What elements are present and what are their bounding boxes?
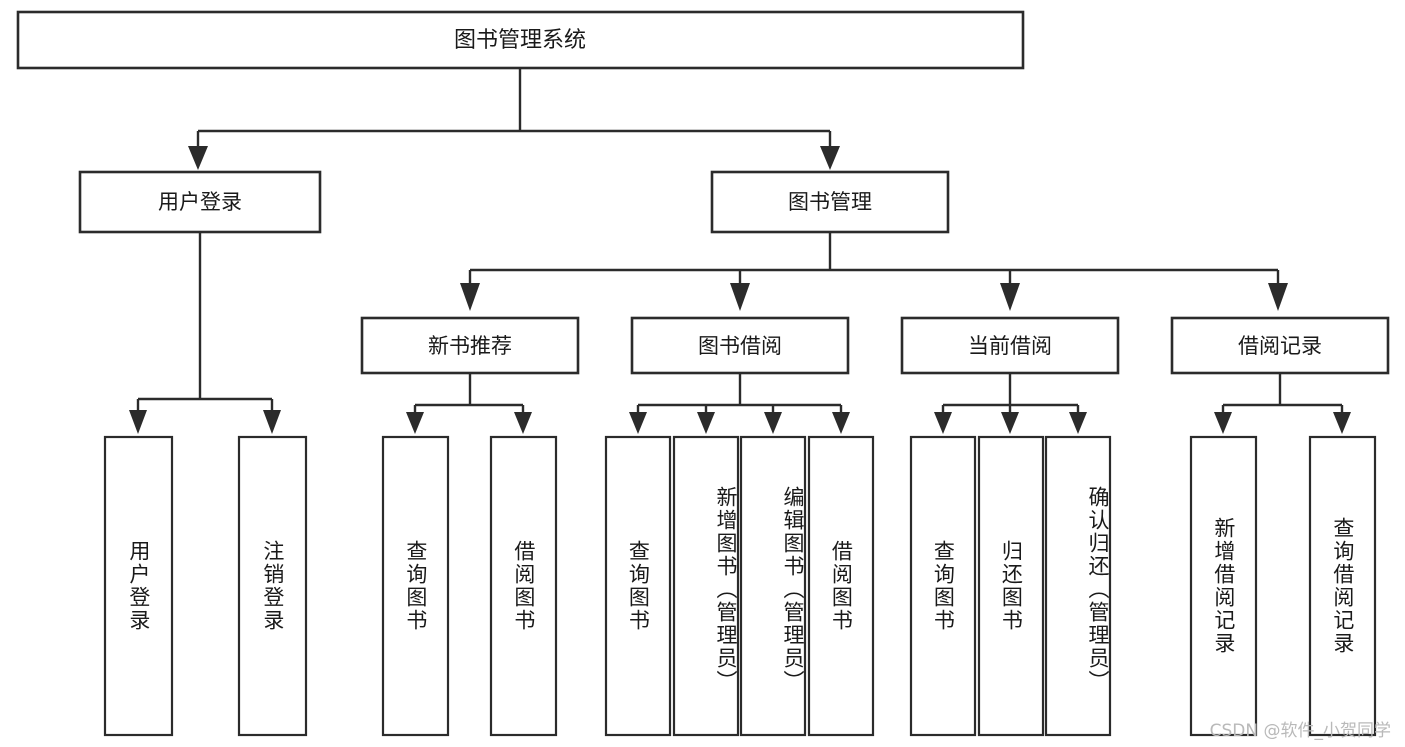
- arrow-head-icon-user-login-child-1: [263, 410, 281, 434]
- arrow-head-icon-bb-child-3: [832, 412, 850, 434]
- node-leaf-edit-book-box[interactable]: [739, 435, 807, 737]
- arrow-head-icon-to-book-manage: [820, 146, 840, 170]
- node-leaf-borrow-book-1-box[interactable]: [489, 435, 558, 737]
- node-leaf-logout-login-box[interactable]: [237, 435, 308, 737]
- node-book-manage-box[interactable]: [710, 170, 950, 234]
- node-book-borrow-label: 图书借阅: [698, 334, 782, 358]
- arrow-head-icon-cb-child-1: [1001, 412, 1019, 434]
- node-leaf-query-book-1-box[interactable]: [381, 435, 450, 737]
- node-current-borrow-label: 当前借阅: [968, 334, 1052, 358]
- node-root-box[interactable]: [16, 10, 1025, 70]
- node-leaf-borrow-book-2-box[interactable]: [807, 435, 875, 737]
- arrow-head-icon-nbr-child-1: [514, 412, 532, 434]
- node-leaf-add-record-box[interactable]: [1189, 435, 1258, 737]
- node-book-borrow-box[interactable]: [630, 316, 850, 375]
- node-new-book-recommend-box[interactable]: [360, 316, 580, 375]
- arrow-head-icon-to-user-login: [188, 146, 208, 170]
- node-borrow-record-box[interactable]: [1170, 316, 1390, 375]
- node-leaf-add-book-box[interactable]: [672, 435, 740, 737]
- node-borrow-record-label: 借阅记录: [1238, 334, 1322, 358]
- arrow-head-icon-book-borrow: [730, 283, 750, 311]
- arrow-head-icon-bb-child-1: [697, 412, 715, 434]
- arrow-head-icon-bb-child-0: [629, 412, 647, 434]
- node-book-manage-label: 图书管理: [788, 190, 872, 214]
- node-leaf-user-login-box[interactable]: [103, 435, 174, 737]
- arrow-head-icon-cb-child-0: [934, 412, 952, 434]
- arrow-head-icon-borrow-record: [1268, 283, 1288, 311]
- arrow-head-icon-user-login-child-0: [129, 410, 147, 434]
- arrow-head-icon-bb-child-2: [764, 412, 782, 434]
- arrow-head-icon-br-child-1: [1333, 412, 1351, 434]
- node-leaf-query-record-box[interactable]: [1308, 435, 1377, 737]
- node-new-book-recommend-label: 新书推荐: [428, 334, 512, 358]
- node-leaf-query-book-3-box[interactable]: [909, 435, 977, 737]
- arrow-head-icon-new-book-recommend: [460, 283, 480, 311]
- arrow-head-icon-current-borrow: [1000, 283, 1020, 311]
- node-leaf-confirm-return-box[interactable]: [1044, 435, 1112, 737]
- arrow-head-icon-cb-child-2: [1069, 412, 1087, 434]
- node-leaf-query-book-2-box[interactable]: [604, 435, 672, 737]
- node-current-borrow-box[interactable]: [900, 316, 1120, 375]
- node-user-login-label: 用户登录: [158, 190, 242, 214]
- arrow-head-icon-br-child-0: [1214, 412, 1232, 434]
- node-root-label: 图书管理系统: [454, 28, 586, 53]
- node-leaf-return-book-box[interactable]: [977, 435, 1045, 737]
- arrow-head-icon-nbr-child-0: [406, 412, 424, 434]
